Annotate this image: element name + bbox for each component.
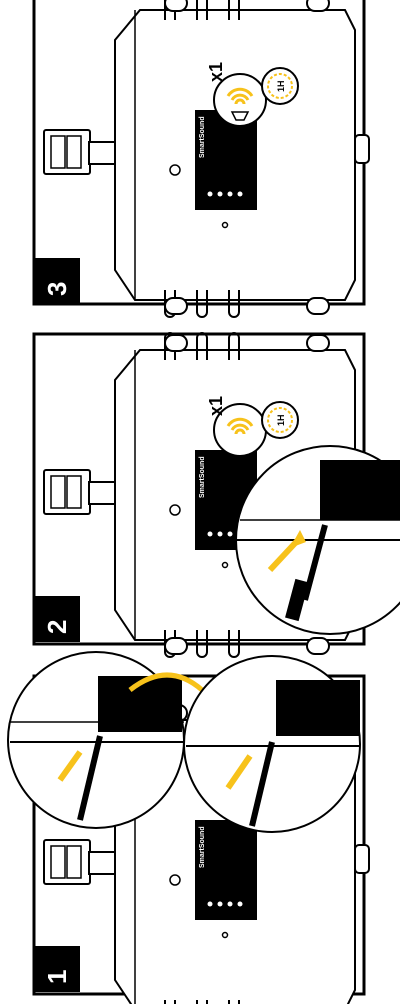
panel-step-3: Fireco SmartSound 1H x1 3: [32, 0, 370, 318]
step-badge: [34, 946, 80, 992]
brand-label: Fireco: [179, 826, 195, 868]
step-number: 2: [42, 620, 72, 634]
step-number: 1: [42, 970, 72, 984]
timer-badge: 1H: [276, 80, 286, 92]
product-label: SmartSound: [199, 456, 206, 498]
screwdriver-icon: [302, 524, 328, 601]
screwdriver-icon: [77, 735, 103, 821]
device-illustration: [43, 0, 370, 318]
product-label: SmartSound: [199, 116, 206, 158]
arrow-icon: [57, 750, 83, 782]
step-badge: [34, 258, 80, 304]
product-label: SmartSound: [199, 826, 206, 868]
panel-step-1: Fireco SmartSound 1: [7, 651, 370, 1004]
timer-badge: 1H: [276, 414, 286, 426]
count-badge: x1: [206, 62, 226, 82]
step-badge: [34, 596, 80, 642]
brand-label: Fireco: [179, 456, 195, 498]
brand-label: Fireco: [179, 116, 195, 158]
step-number: 3: [42, 282, 72, 296]
curved-arrow-icon: [128, 672, 204, 692]
panel-step-2: Fireco SmartSound 1H x1 2: [32, 332, 400, 658]
count-badge: x1: [206, 396, 226, 416]
